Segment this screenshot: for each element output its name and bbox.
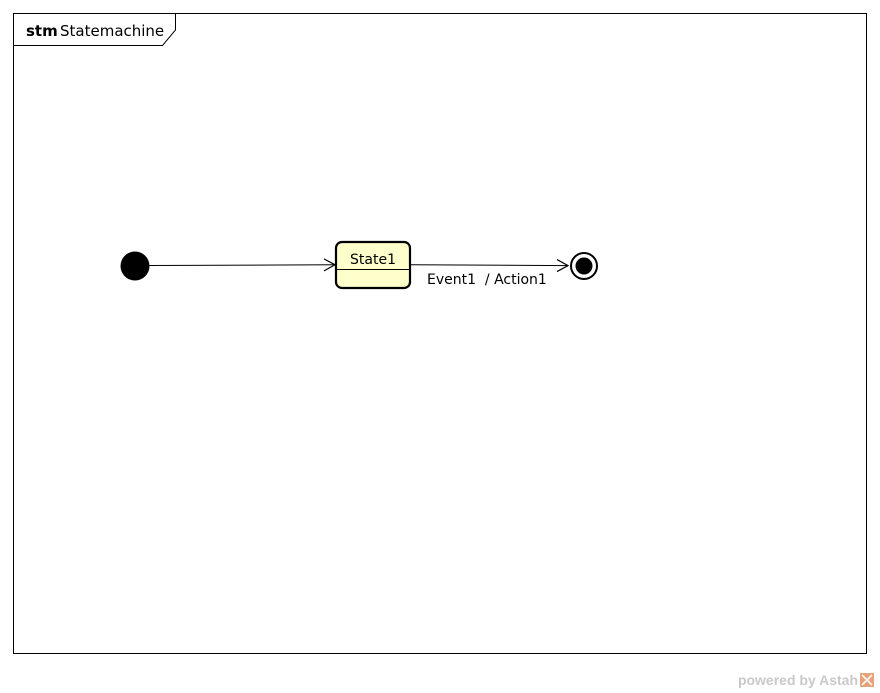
frame-name-tab: [13, 13, 176, 46]
final-state-inner-dot: [575, 257, 593, 275]
initial-pseudostate[interactable]: [120, 251, 150, 281]
state-state1[interactable]: State1: [334, 240, 412, 290]
state-state1-label: State1: [350, 252, 396, 268]
diagram-frame: [13, 13, 867, 654]
transition-initial-to-state1[interactable]: [149, 258, 337, 272]
astah-logo-icon: [860, 673, 874, 687]
transition-state1-to-final[interactable]: [410, 259, 570, 273]
watermark-text: powered by Astah: [737, 672, 858, 688]
transition-state1-to-final-label: Event1 / Action1: [427, 272, 547, 288]
state-state1-box[interactable]: [334, 240, 412, 290]
frame-keyword: stm: [26, 22, 58, 40]
final-state[interactable]: [570, 252, 598, 280]
astah-watermark: powered by Astah: [738, 671, 874, 689]
frame-name: Statemachine: [60, 22, 164, 40]
